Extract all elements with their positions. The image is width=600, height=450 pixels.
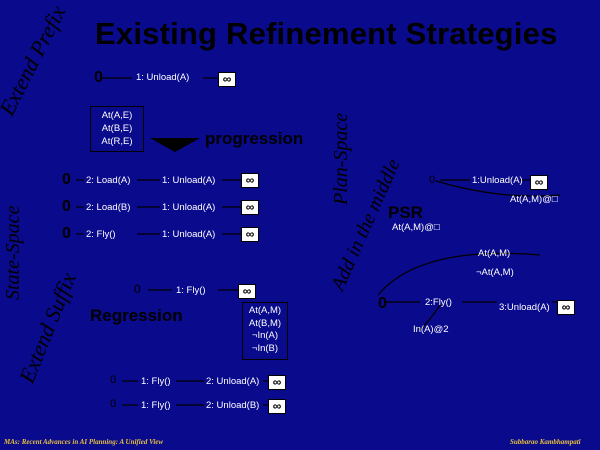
progression-state-box: At(A,E) At(B,E) At(R,E) <box>90 106 144 152</box>
goal-line-3: ¬In(A) <box>251 330 279 341</box>
regression-row-zero: 0 <box>110 374 117 386</box>
psr-zero: 0 <box>429 174 436 186</box>
infinity-icon: ∞ <box>268 399 286 414</box>
infinity-icon: ∞ <box>218 72 236 87</box>
progression-row-step2: 1: Unload(A) <box>162 229 216 240</box>
regression-row-step1: 1: Fly() <box>141 400 171 411</box>
infinity-icon: ∞ <box>238 284 256 299</box>
slide-title: Existing Refinement Strategies <box>95 16 558 51</box>
progression-row-step1: 2: Fly() <box>86 229 116 240</box>
infinity-icon: ∞ <box>241 200 259 215</box>
psr-lower-cond: In(A)@2 <box>413 324 449 335</box>
state-line-3: At(R,E) <box>101 136 133 147</box>
psr-cond-not-at: ¬At(A,M) <box>476 267 514 278</box>
psr-cond-at: At(A,M) <box>478 248 511 259</box>
footer-left: MAs: Recent Advances in AI Planning: A U… <box>4 438 164 446</box>
psr-label: PSR <box>388 203 423 222</box>
progression-row-step2: 1: Unload(A) <box>162 175 216 186</box>
progression-row-zero: 0 <box>62 225 71 242</box>
psr-cond-left: At(A,M)@□ <box>392 222 440 233</box>
infinity-icon: ∞ <box>268 375 286 390</box>
label-state-space: State-Space <box>2 205 24 300</box>
regression-label: Regression <box>90 306 183 325</box>
regression-goal-box: At(A,M) At(B,M) ¬In(A) ¬In(B) <box>242 302 288 360</box>
progression-row-step1: 2: Load(A) <box>86 175 131 186</box>
goal-line-2: At(B,M) <box>248 317 282 329</box>
progression-label: progression <box>205 129 304 148</box>
goal-line-4: ¬In(B) <box>251 342 279 354</box>
label-plan-space: Plan-Space <box>330 112 352 205</box>
psr-lower-zero: 0 <box>378 295 387 312</box>
infinity-icon: ∞ <box>530 175 548 190</box>
regression-top-zero: 0 <box>134 282 141 296</box>
regression-row-step1: 1: Fly() <box>141 376 171 387</box>
state-line-2: At(B,E) <box>101 123 133 134</box>
infinity-icon: ∞ <box>241 227 259 242</box>
footer-right: Subbarao Kambhampati <box>510 438 581 446</box>
infinity-icon: ∞ <box>241 173 259 188</box>
infinity-icon: ∞ <box>557 300 575 315</box>
progression-row-zero: 0 <box>62 171 71 188</box>
regression-row-zero: 0 <box>110 398 117 410</box>
regression-row-step2: 2: Unload(B) <box>206 400 260 411</box>
state-line-1: At(A,E) <box>101 110 133 121</box>
progression-row-step2: 1: Unload(A) <box>162 202 216 213</box>
psr-step: 1:Unload(A) <box>472 175 523 186</box>
psr-lower-step3: 3:Unload(A) <box>499 302 550 313</box>
progression-top-zero: 0 <box>94 69 103 86</box>
progression-row-zero: 0 <box>62 198 71 215</box>
progression-row-step1: 2: Load(B) <box>86 202 131 213</box>
psr-cond-right: At(A,M)@□ <box>510 194 558 205</box>
psr-lower-step1: 2:Fly() <box>425 297 452 308</box>
progression-top-step: 1: Unload(A) <box>136 72 190 83</box>
regression-row-step2: 2: Unload(A) <box>206 376 260 387</box>
regression-top-step: 1: Fly() <box>176 285 206 296</box>
goal-line-1: At(A,M) <box>248 305 282 316</box>
